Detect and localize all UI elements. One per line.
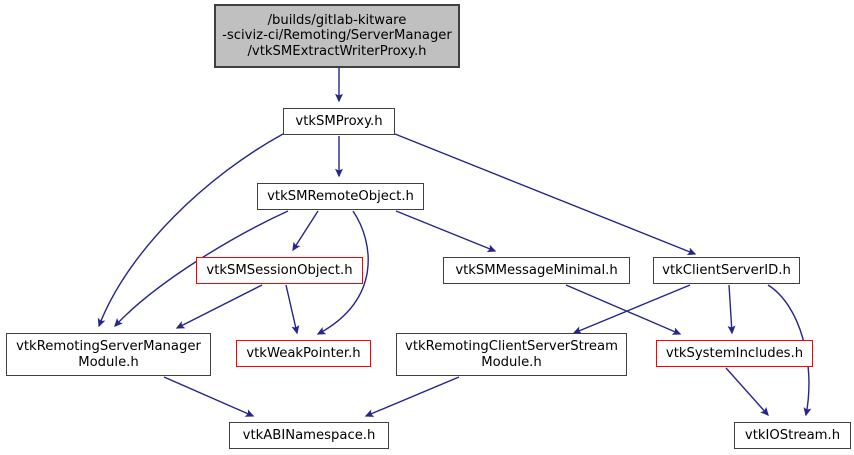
graph-node-messageminimal[interactable]: vtkSMMessageMinimal.h bbox=[443, 257, 630, 284]
graph-edge-systemincludes-to-iostream bbox=[725, 367, 769, 417]
graph-node-rsmmodule[interactable]: vtkRemotingServerManager Module.h bbox=[6, 333, 211, 376]
graph-node-label: vtkIOStream.h bbox=[744, 427, 841, 443]
graph-node-clientserverid[interactable]: vtkClientServerID.h bbox=[653, 257, 800, 284]
graph-node-label: vtkRemotingServerManager Module.h bbox=[16, 338, 201, 370]
graph-node-systemincludes[interactable]: vtkSystemIncludes.h bbox=[656, 340, 813, 367]
graph-node-label: vtkRemotingClientServerStream Module.h bbox=[405, 338, 618, 370]
graph-node-label: vtkSMSessionObject.h bbox=[206, 262, 353, 278]
graph-edge-remoteobject-to-rsmmodule bbox=[114, 210, 289, 328]
graph-edge-proxy-to-clientserverid bbox=[394, 133, 697, 256]
graph-node-label: /builds/gitlab-kitware -sciviz-ci/Remoti… bbox=[222, 12, 452, 59]
graph-edge-remoteobject-to-weakpointer bbox=[316, 210, 369, 335]
graph-node-remoteobject[interactable]: vtkSMRemoteObject.h bbox=[257, 183, 424, 210]
graph-node-abinamespace[interactable]: vtkABINamespace.h bbox=[229, 422, 389, 449]
graph-edge-remoteobject-to-messageminimal bbox=[395, 210, 497, 252]
graph-node-label: vtkWeakPointer.h bbox=[246, 345, 361, 361]
graph-node-proxy[interactable]: vtkSMProxy.h bbox=[283, 108, 395, 135]
graph-node-weakpointer[interactable]: vtkWeakPointer.h bbox=[236, 340, 371, 367]
graph-node-label: vtkSMProxy.h bbox=[295, 113, 383, 129]
graph-node-label: vtkABINamespace.h bbox=[242, 427, 376, 443]
graph-node-label: vtkClientServerID.h bbox=[662, 262, 791, 278]
graph-edge-rsmmodule-to-abinamespace bbox=[163, 376, 255, 417]
graph-node-iostream[interactable]: vtkIOStream.h bbox=[734, 422, 851, 449]
graph-node-rcssmodule[interactable]: vtkRemotingClientServerStream Module.h bbox=[396, 333, 627, 376]
graph-edge-sessionobject-to-rsmmodule bbox=[175, 284, 263, 329]
graph-edge-clientserverid-to-systemincludes bbox=[727, 284, 736, 335]
graph-edge-sessionobject-to-weakpointer bbox=[285, 284, 300, 335]
graph-edge-clientserverid-to-rcssmodule bbox=[572, 284, 691, 334]
graph-edge-clientserverid-to-iostream bbox=[767, 284, 812, 417]
graph-node-label: vtkSMMessageMinimal.h bbox=[455, 262, 618, 278]
edge-group bbox=[97, 68, 812, 417]
graph-node-label: vtkSMRemoteObject.h bbox=[267, 188, 414, 204]
graph-node-sessionobject[interactable]: vtkSMSessionObject.h bbox=[196, 257, 363, 284]
graph-edge-remoteobject-to-sessionobject bbox=[292, 210, 319, 252]
graph-edge-messageminimal-to-systemincludes bbox=[565, 284, 682, 335]
graph-node-label: vtkSystemIncludes.h bbox=[665, 345, 804, 361]
graph-edge-rcssmodule-to-abinamespace bbox=[364, 376, 460, 417]
graph-edge-proxy-to-rsmmodule bbox=[97, 133, 284, 328]
graph-node-root[interactable]: /builds/gitlab-kitware -sciviz-ci/Remoti… bbox=[215, 5, 459, 67]
